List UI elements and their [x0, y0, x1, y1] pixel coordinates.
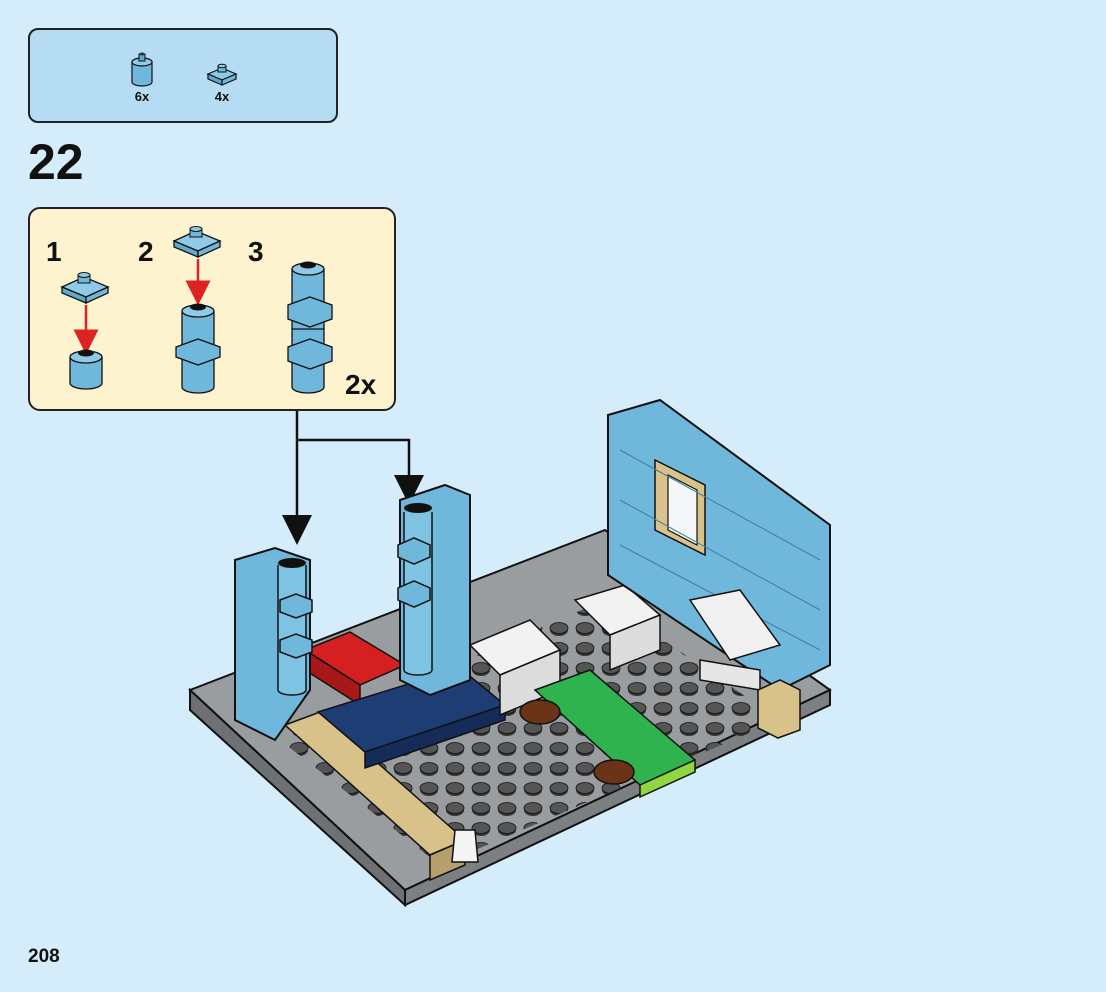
sub-step-3-label: 3 [248, 236, 264, 267]
part-quantity: 6x [134, 89, 150, 104]
sub-step-3-illustration [287, 261, 333, 394]
sub-assembly-callout: 1 2 3 2x [28, 207, 396, 411]
placement-arrows [282, 411, 424, 545]
page-number: 208 [28, 946, 60, 967]
parts-item-round-brick: 6x [122, 50, 162, 104]
sub-assembly-illustration [60, 226, 333, 394]
sub-step-1-illustration [60, 272, 110, 390]
part-quantity: 4x [214, 89, 230, 104]
window-glass [667, 474, 698, 546]
sub-step-1-label: 1 [46, 236, 62, 267]
parts-item-clip-plate: 4x [202, 50, 242, 104]
white-shelf [688, 589, 782, 661]
sub-step-2-illustration [172, 226, 222, 394]
parts-list-box: 6x 4x [28, 28, 338, 123]
middle-column [397, 483, 471, 697]
step-number: 22 [28, 134, 84, 190]
tan-block [757, 679, 801, 739]
sub-step-2-label: 2 [138, 236, 154, 267]
white-cone [451, 829, 479, 863]
left-column [234, 546, 313, 742]
clip-plate-icon [206, 63, 238, 86]
sub-assembly-multiplier: 2x [345, 369, 377, 400]
round-brick-icon [131, 52, 153, 87]
